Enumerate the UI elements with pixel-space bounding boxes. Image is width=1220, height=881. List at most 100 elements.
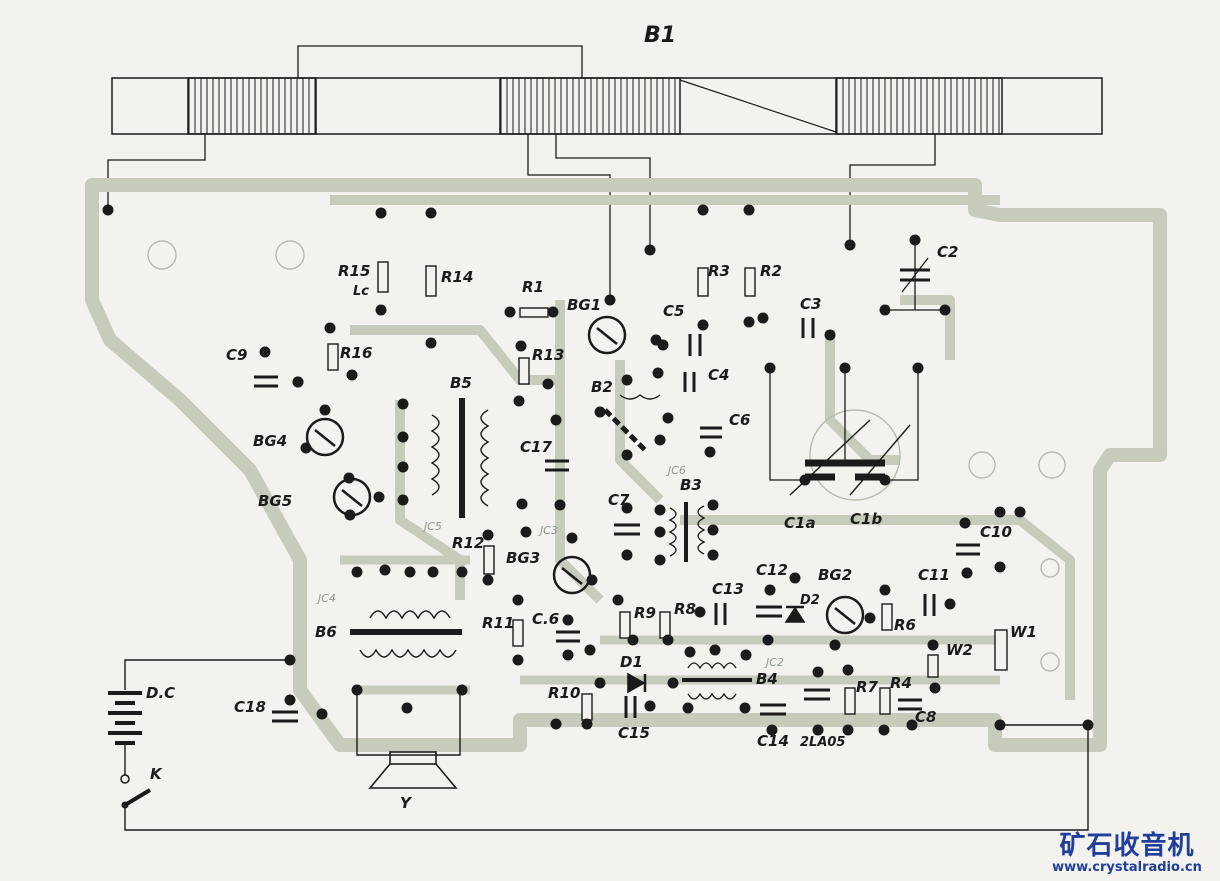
label-jc2: JC2 (764, 656, 784, 669)
component-labels: B1 R15 Lc R14 R1 BG1 R3 R2 C3 C2 C5 C4 C… (146, 23, 1037, 812)
solder-pad (662, 634, 674, 646)
solder-pad (621, 549, 633, 561)
solder-pad (766, 724, 778, 736)
solder-pad (764, 584, 776, 596)
solder-pad (657, 339, 669, 351)
solder-pad (621, 374, 633, 386)
solder-pad (594, 406, 606, 418)
solder-pad (707, 499, 719, 511)
transistors (305, 315, 865, 635)
solder-pad (373, 491, 385, 503)
label-dc: D.C (146, 684, 175, 702)
solder-pad (344, 509, 356, 521)
solder-pad (319, 404, 331, 416)
label-jc3: JC3 (538, 524, 558, 537)
solder-pad (375, 207, 387, 219)
solder-pad (621, 502, 633, 514)
solder-pad (404, 566, 416, 578)
external-wiring (124, 659, 1089, 831)
solder-pad (259, 346, 271, 358)
solder-pad (456, 566, 468, 578)
label-r13: R13 (532, 346, 564, 364)
diodes (627, 605, 806, 694)
solder-pad (879, 584, 891, 596)
solder-pad (694, 606, 706, 618)
solder-pad (316, 708, 328, 720)
solder-pad (482, 574, 494, 586)
solder-pad (515, 340, 527, 352)
label-c9: C9 (226, 346, 247, 364)
solder-pad (994, 561, 1006, 573)
solder-pad (709, 644, 721, 656)
label-bg3: BG3 (506, 549, 540, 567)
solder-pad (697, 319, 709, 331)
solder-pad (542, 378, 554, 390)
solder-pads (102, 204, 1094, 736)
solder-pad (707, 524, 719, 536)
solder-pad (351, 684, 363, 696)
label-w1: W1 (1010, 623, 1037, 641)
solder-pad (397, 461, 409, 473)
solder-pad (682, 702, 694, 714)
label-c7: C7 (608, 491, 630, 509)
trimmer-capacitor-c2 (885, 240, 945, 311)
solder-pad (764, 362, 776, 374)
label-c15: C15 (618, 724, 650, 742)
solder-pad (351, 566, 363, 578)
solder-pad (425, 207, 437, 219)
solder-pad (621, 449, 633, 461)
solder-pad (743, 316, 755, 328)
solder-pad (667, 677, 679, 689)
solder-pad (812, 666, 824, 678)
solder-pad (644, 244, 656, 256)
solder-pad (401, 702, 413, 714)
solder-pad (427, 566, 439, 578)
label-c1a: C1a (784, 514, 816, 532)
label-r9: R9 (634, 604, 656, 622)
label-y: Y (400, 794, 413, 812)
label-c17: C17 (520, 438, 552, 456)
label-c3: C3 (800, 295, 821, 313)
solder-pad (627, 634, 639, 646)
label-c10: C10 (980, 523, 1012, 541)
label-r1: R1 (522, 278, 544, 296)
ferrite-rod-antenna (107, 45, 1103, 300)
solder-pad (740, 649, 752, 661)
solder-pad (346, 369, 358, 381)
solder-pad (654, 526, 666, 538)
solder-pad (824, 329, 836, 341)
resistors (327, 261, 1008, 721)
solder-pad (594, 677, 606, 689)
solder-pad (482, 529, 494, 541)
solder-pad (102, 204, 114, 216)
solder-pad (397, 431, 409, 443)
solder-pad (550, 414, 562, 426)
label-c8: C8 (915, 708, 936, 726)
label-c6b: C.6 (532, 610, 559, 628)
label-c4: C4 (708, 366, 729, 384)
solder-pad (789, 572, 801, 584)
solder-pad (757, 312, 769, 324)
solder-pad (284, 654, 296, 666)
label-jc5: JC5 (422, 520, 442, 533)
solder-pad (397, 494, 409, 506)
solder-pad (516, 498, 528, 510)
solder-pad (878, 724, 890, 736)
solder-pad (425, 337, 437, 349)
solder-pad (584, 644, 596, 656)
label-r15-note: Lc (353, 284, 369, 299)
label-r3: R3 (708, 262, 730, 280)
solder-pad (644, 700, 656, 712)
solder-pad (842, 724, 854, 736)
power-switch-k (120, 774, 152, 809)
solder-pad (324, 322, 336, 334)
watermark-url: www.crystalradio.cn (1052, 859, 1202, 875)
solder-pad (581, 718, 593, 730)
solder-pad (662, 412, 674, 424)
label-r15: R15 (338, 262, 370, 280)
solder-pad (292, 376, 304, 388)
coil-b2 (603, 394, 661, 452)
solder-pad (879, 474, 891, 486)
